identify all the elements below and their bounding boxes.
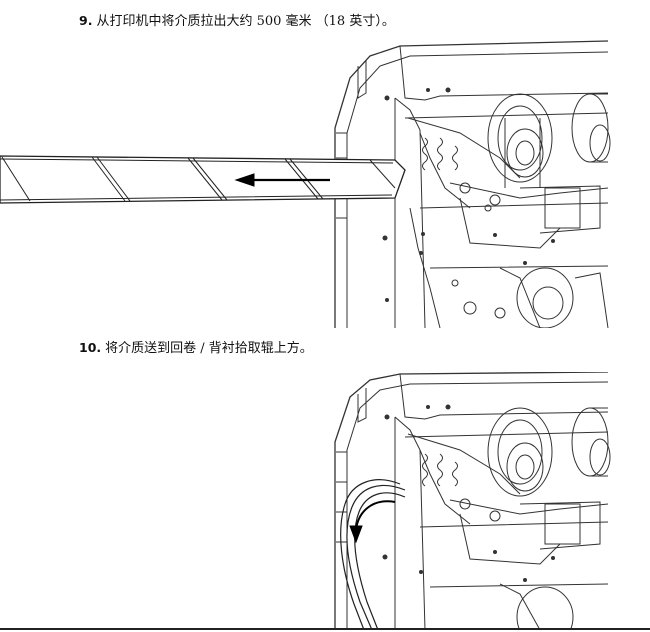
- step-9-text: 从打印机中将介质拉出大约 500 毫米 （18 英寸）。: [96, 14, 395, 29]
- pull-direction-arrow: [234, 173, 330, 187]
- step-9-illustration: [0, 40, 611, 328]
- printhead-assembly: [407, 433, 609, 630]
- supply-spindle: [487, 93, 611, 188]
- footer-rule: [0, 628, 650, 630]
- media-loop: [340, 479, 406, 630]
- step-10-instruction: 10.将介质送到回卷 / 背衬拾取辊上方。: [79, 340, 313, 357]
- step-10-illustration: [334, 372, 611, 630]
- step-9-number: 9.: [79, 13, 93, 28]
- step-10-text: 将介质送到回卷 / 背衬拾取辊上方。: [105, 341, 313, 356]
- supply-spindle: [487, 407, 611, 497]
- screws: [382, 404, 555, 582]
- printhead-assembly: [407, 117, 609, 328]
- printer-body: [334, 372, 609, 630]
- screws: [382, 87, 555, 302]
- step-9-instruction: 9.从打印机中将介质拉出大约 500 毫米 （18 英寸）。: [79, 13, 395, 30]
- feed-direction-arrow: [349, 500, 396, 544]
- step-10-number: 10.: [79, 340, 102, 355]
- media-strip: [0, 155, 406, 204]
